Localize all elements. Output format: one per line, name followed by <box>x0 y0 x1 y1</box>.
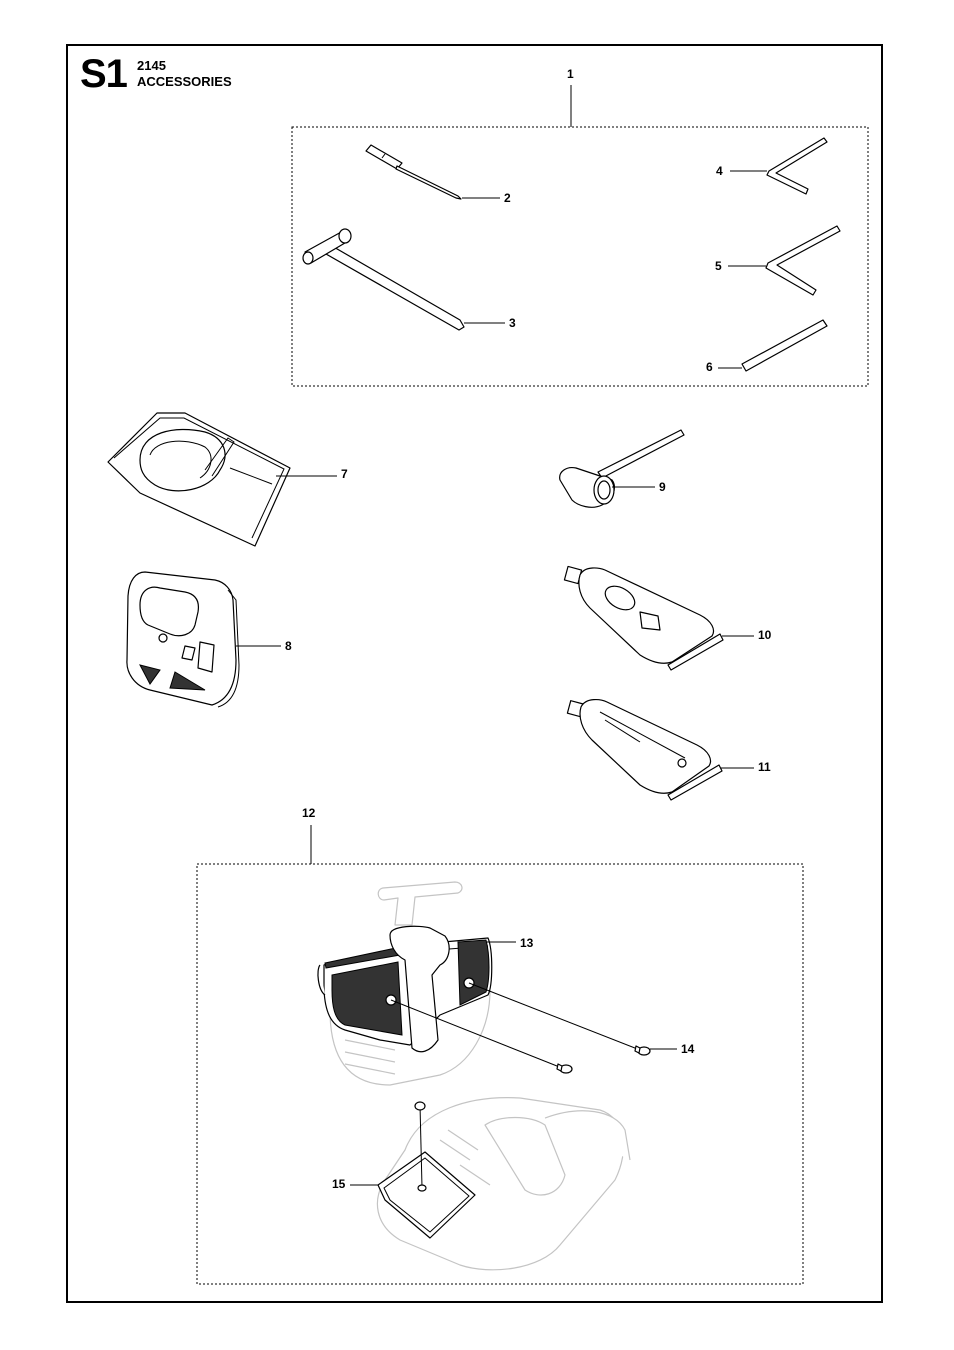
callout-15: 15 <box>332 1177 346 1191</box>
callout-14: 14 <box>681 1042 695 1056</box>
part-starter-cover: 13 <box>318 882 534 1085</box>
part-combination-wrench: 3 <box>303 229 516 330</box>
callout-5: 5 <box>715 259 722 273</box>
callout-12: 12 <box>302 806 316 820</box>
callout-10: 10 <box>758 628 772 642</box>
callout-8: 8 <box>285 639 292 653</box>
part-pin: 6 <box>706 320 827 374</box>
part-grease-tube: 10 <box>564 566 771 670</box>
tool-kit-group: 1 <box>292 67 868 386</box>
part-cover: 7 <box>108 413 348 546</box>
part-cover-plate: 15 <box>332 1098 630 1270</box>
part-hex-key-small: 4 <box>716 138 827 194</box>
callout-1: 1 <box>567 67 574 81</box>
part-grease-tube-2: 11 <box>567 700 771 800</box>
callout-6: 6 <box>706 360 713 374</box>
part-spark-plug-wrench: 9 <box>560 430 684 507</box>
part-screwdriver: 2 <box>366 145 511 205</box>
callout-3: 3 <box>509 316 516 330</box>
callout-4: 4 <box>716 164 723 178</box>
part-air-filter: 8 <box>127 572 292 707</box>
callout-2: 2 <box>504 191 511 205</box>
callout-9: 9 <box>659 480 666 494</box>
callout-7: 7 <box>341 467 348 481</box>
callout-11: 11 <box>758 760 771 774</box>
part-hex-key-large: 5 <box>715 226 840 295</box>
callout-13: 13 <box>520 936 534 950</box>
